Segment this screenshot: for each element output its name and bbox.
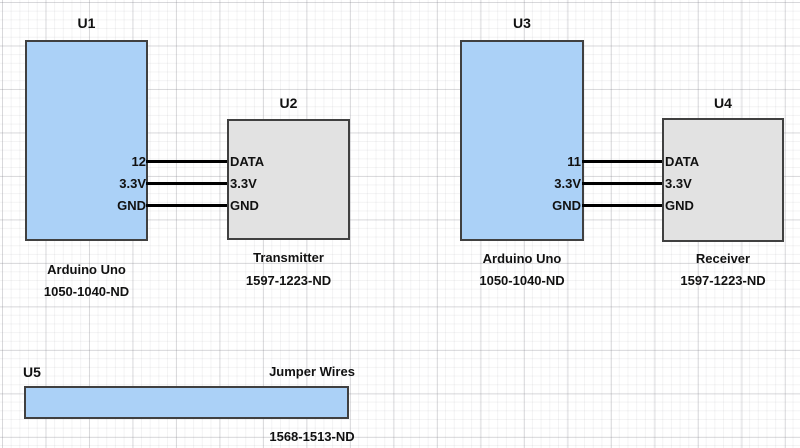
pin-label-u3-11: 11	[567, 154, 581, 169]
component-u3-body[interactable]	[460, 40, 584, 241]
pin-label-u1-3v3: 3.3V	[119, 176, 146, 191]
pin-label-u2-3v3: 3.3V	[230, 176, 257, 191]
pin-label-u3-gnd: GND	[552, 198, 581, 213]
component-u5-body[interactable]	[24, 386, 349, 419]
pin-label-u2-gnd: GND	[230, 198, 259, 213]
part-number-u5: 1568-1513-ND	[269, 429, 355, 444]
wire-u1-u2-data[interactable]	[146, 160, 229, 163]
ref-label-u5: U5	[23, 364, 41, 380]
pin-label-u4-3v3: 3.3V	[665, 176, 692, 191]
component-u4-body[interactable]	[662, 118, 784, 242]
part-number-u2: 1597-1223-ND	[245, 273, 332, 288]
component-name-u1: Arduino Uno	[47, 262, 126, 277]
wire-u3-u4-gnd[interactable]	[582, 204, 664, 207]
component-u2-body[interactable]	[227, 119, 350, 240]
part-number-u4: 1597-1223-ND	[680, 273, 766, 288]
component-name-u4: Receiver	[695, 251, 751, 266]
pin-label-u4-gnd: GND	[665, 198, 694, 213]
component-name-u3: Arduino Uno	[482, 251, 562, 266]
component-u1-body[interactable]	[25, 40, 148, 241]
component-name-u2: Transmitter	[253, 250, 324, 265]
pin-label-u1-12: 12	[131, 154, 146, 169]
pin-label-u2-data: DATA	[230, 154, 265, 169]
ref-label-u2: U2	[279, 95, 298, 111]
ref-label-u3: U3	[513, 15, 531, 31]
part-number-u1: 1050-1040-ND	[43, 284, 130, 299]
wire-u1-u2-3v3[interactable]	[146, 182, 229, 185]
pin-label-u4-data: DATA	[665, 154, 700, 169]
wire-u3-u4-3v3[interactable]	[582, 182, 664, 185]
ref-label-u1: U1	[77, 15, 96, 31]
wire-u3-u4-data[interactable]	[582, 160, 664, 163]
pin-label-u3-3v3: 3.3V	[554, 176, 581, 191]
part-number-u3: 1050-1040-ND	[479, 273, 565, 288]
ref-label-u4: U4	[714, 95, 732, 111]
pin-label-u1-gnd: GND	[117, 198, 146, 213]
wire-u1-u2-gnd[interactable]	[146, 204, 229, 207]
component-name-u5: Jumper Wires	[269, 364, 355, 379]
